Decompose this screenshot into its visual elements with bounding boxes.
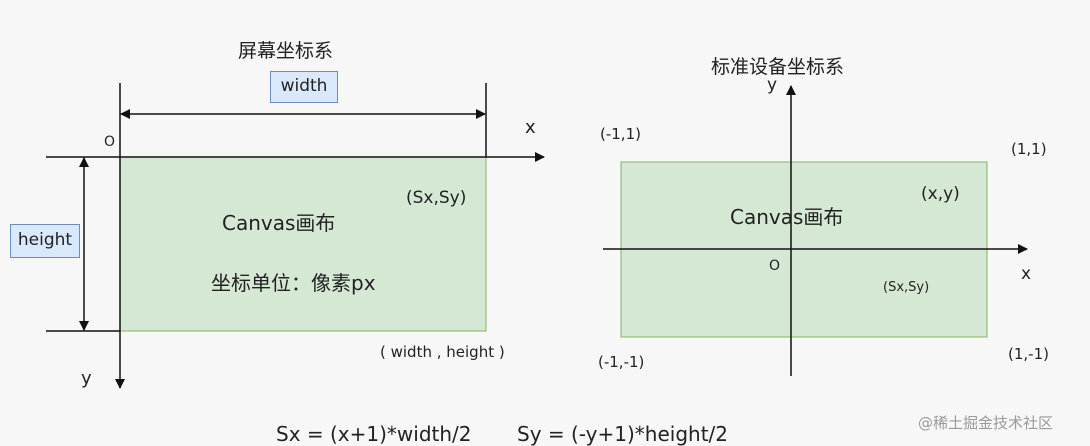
right-origin-label: O	[769, 258, 781, 274]
left-origin-label: O	[104, 134, 116, 150]
left-title: 屏幕坐标系	[238, 40, 334, 62]
right-title: 标准设备坐标系	[711, 56, 845, 78]
right-point-s-label: (Sx,Sy)	[883, 280, 930, 295]
left-canvas-rect	[119, 156, 487, 332]
left-point-label: (Sx,Sy)	[406, 188, 467, 208]
right-canvas-title: Canvas画布	[730, 205, 844, 229]
left-x-axis-label: x	[525, 117, 536, 138]
watermark: @稀土掘金技术社区	[918, 414, 1054, 432]
corner-bottom-right-label: (1,-1)	[1008, 345, 1049, 363]
right-x-axis-label: x	[1021, 264, 1032, 284]
left-canvas-title: Canvas画布	[222, 211, 336, 235]
height-label: height	[10, 224, 80, 258]
right-y-axis-label: y	[767, 75, 778, 95]
right-point-xy-label: (x,y)	[921, 184, 960, 204]
corner-top-left-label: (-1,1)	[600, 125, 641, 143]
corner-top-right-label: (1,1)	[1011, 140, 1047, 158]
formula-sy: Sy = (-y+1)*height/2	[517, 422, 729, 446]
width-label: width	[270, 71, 338, 103]
left-y-axis-label: y	[81, 368, 92, 389]
left-unit-text: 坐标单位：像素px	[211, 271, 376, 295]
left-corner-label: ( width , height )	[380, 343, 505, 361]
formula-sx: Sx = (x+1)*width/2	[276, 422, 472, 446]
corner-bottom-left-label: (-1,-1)	[598, 353, 645, 371]
